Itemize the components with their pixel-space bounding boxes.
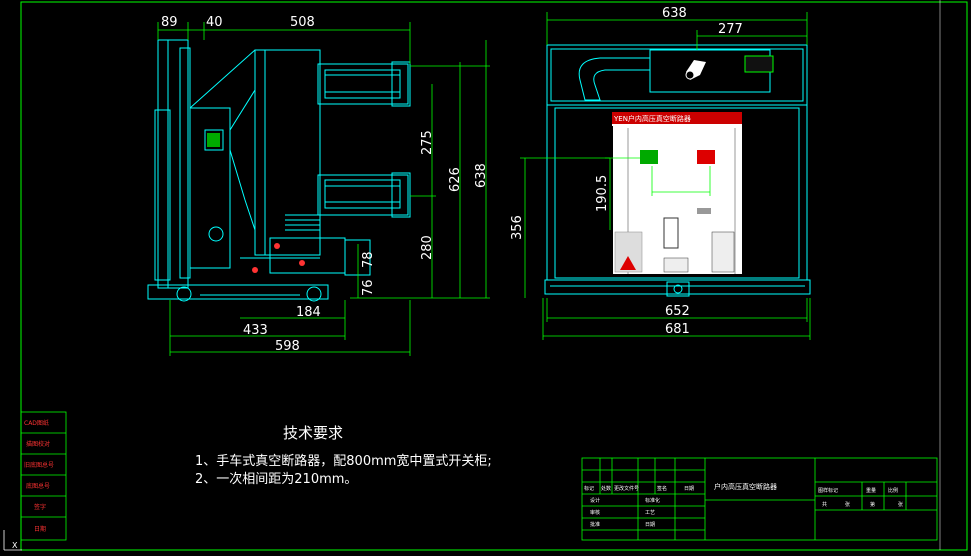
dim-277: 277 bbox=[718, 22, 743, 37]
notes-line-2: 2、一次相间距为210mm。 bbox=[195, 471, 357, 487]
tb-cell-13: 比例 bbox=[888, 487, 898, 494]
dim-508: 508 bbox=[290, 15, 315, 30]
handle-icon bbox=[207, 133, 220, 147]
side-view-dims bbox=[157, 22, 490, 356]
tb-cell-9: 批准 bbox=[590, 521, 600, 528]
tb-cell-5: 设计 bbox=[590, 497, 600, 504]
side-view bbox=[147, 39, 411, 302]
notes-line-1: 1、手车式真空断路器，配800mm宽中置式开关柜; bbox=[195, 453, 492, 469]
front-view-dims bbox=[520, 12, 811, 340]
dim-638-front: 638 bbox=[662, 6, 687, 21]
dim-681: 681 bbox=[665, 322, 690, 337]
dim-190-5: 190.5 bbox=[595, 175, 610, 212]
tb-cell-17: 张 bbox=[898, 501, 903, 508]
tb-cell-4: 日期 bbox=[684, 486, 694, 492]
dim-40: 40 bbox=[206, 15, 223, 30]
close-indicator bbox=[640, 150, 658, 164]
tb-cell-15: 张 bbox=[845, 501, 850, 508]
tb-cell-3: 签名 bbox=[657, 485, 667, 492]
dim-638: 638 bbox=[474, 163, 489, 188]
tb-cell-0: 标记 bbox=[584, 485, 594, 492]
dim-184: 184 bbox=[296, 305, 321, 320]
tb-cell-16: 第 bbox=[870, 501, 875, 508]
side-label-3: 旧底图总号 bbox=[24, 461, 54, 469]
tb-cell-12: 重量 bbox=[866, 487, 876, 494]
dim-433: 433 bbox=[243, 323, 268, 338]
dim-89: 89 bbox=[161, 15, 178, 30]
dim-275: 275 bbox=[420, 130, 435, 155]
side-label-2: 描图校对 bbox=[26, 440, 50, 448]
side-label-strip bbox=[20, 411, 67, 541]
svg-text:X: X bbox=[12, 541, 18, 550]
dim-78: 78 bbox=[361, 251, 376, 268]
tb-cell-1: 处数 bbox=[601, 485, 611, 492]
tb-cell-7: 审核 bbox=[590, 509, 600, 516]
mechanism-icon bbox=[685, 55, 774, 80]
side-label-4: 底图总号 bbox=[26, 482, 50, 490]
warning-triangle-icon bbox=[620, 256, 636, 270]
panel-header: YEN户内高压真空断路器 bbox=[613, 114, 691, 123]
tb-cell-11: 图样标记 bbox=[818, 487, 838, 494]
tb-cell-2: 更改文件号 bbox=[614, 485, 639, 492]
product-name: 户内高压真空断路器 bbox=[714, 482, 777, 491]
dim-280: 280 bbox=[420, 235, 435, 260]
front-view bbox=[544, 44, 811, 297]
ucs-icon: X bbox=[3, 530, 22, 551]
open-indicator bbox=[697, 150, 715, 164]
side-label-5: 签字 bbox=[34, 503, 46, 511]
side-label-6: 日期 bbox=[34, 525, 46, 533]
notes-title: 技术要求 bbox=[283, 424, 343, 442]
side-label-1: CAD图纸 bbox=[24, 419, 49, 427]
tb-cell-8: 工艺 bbox=[645, 510, 655, 516]
dim-626: 626 bbox=[448, 167, 463, 192]
panel-header-bar bbox=[612, 112, 742, 124]
dim-356: 356 bbox=[510, 215, 525, 240]
dim-76: 76 bbox=[361, 279, 376, 296]
tb-cell-10: 日期 bbox=[645, 522, 655, 528]
dim-652: 652 bbox=[665, 304, 690, 319]
tb-cell-14: 共 bbox=[822, 501, 827, 508]
dim-135: 135 bbox=[665, 178, 690, 193]
title-block bbox=[581, 457, 938, 541]
dim-598: 598 bbox=[275, 339, 300, 354]
tb-cell-6: 标准化 bbox=[645, 497, 660, 504]
drawing-frame bbox=[20, 1, 968, 551]
